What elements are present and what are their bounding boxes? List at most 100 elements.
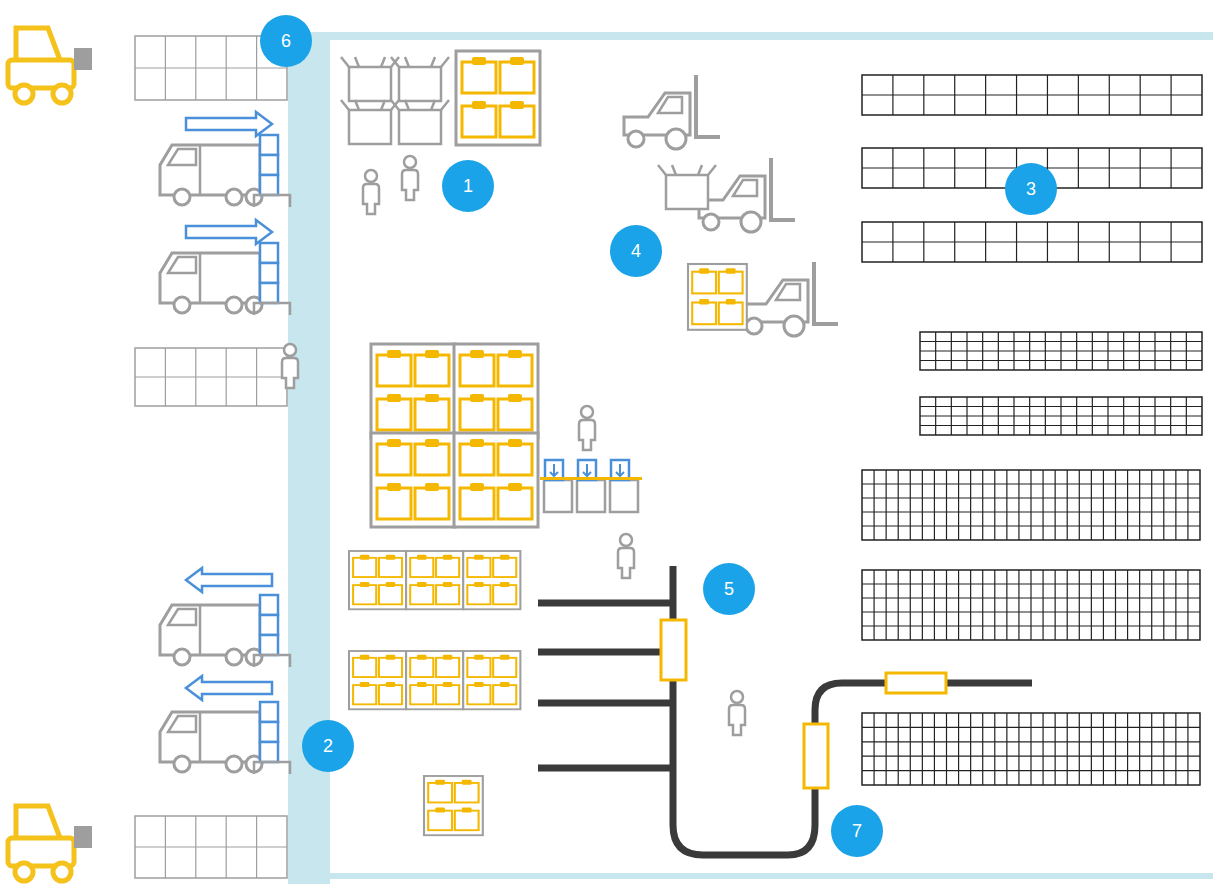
rack-line — [994, 570, 995, 640]
rack-line — [1187, 570, 1188, 640]
rack-line — [898, 470, 899, 540]
rack-line — [982, 713, 983, 785]
rack-line — [886, 570, 887, 640]
rack-line — [135, 846, 287, 847]
storage-rack — [862, 222, 1202, 262]
rack-line — [862, 483, 1200, 484]
rack-line — [873, 713, 874, 785]
rack-line — [982, 570, 983, 640]
callout-circle: 1 — [442, 160, 494, 212]
rack-line — [922, 570, 923, 640]
rack-line — [862, 241, 1202, 242]
rack-line — [1151, 570, 1152, 640]
storage-rack — [862, 713, 1200, 785]
rack-line — [862, 583, 1200, 584]
rack-line — [1030, 470, 1031, 540]
callout-number: 5 — [703, 563, 755, 615]
callout-number: 6 — [260, 15, 312, 67]
rack-line — [1115, 470, 1116, 540]
rack-line — [1175, 713, 1176, 785]
rack-line — [1018, 713, 1019, 785]
storage-rack — [862, 75, 1202, 115]
rack-line — [920, 350, 1202, 351]
rack-line — [970, 713, 971, 785]
rack-line — [934, 570, 935, 640]
rack-line — [982, 470, 983, 540]
callout-circle: 6 — [260, 15, 312, 67]
rack-line — [1055, 570, 1056, 640]
rack-line — [1175, 570, 1176, 640]
storage-rack — [862, 570, 1200, 640]
rack-line — [862, 525, 1200, 526]
rack-line — [1091, 713, 1092, 785]
rack-line — [920, 425, 1202, 426]
rack-line — [1030, 570, 1031, 640]
rack-line — [1139, 570, 1140, 640]
rack-line — [1079, 570, 1080, 640]
rack-line — [1187, 470, 1188, 540]
rack-line — [934, 713, 935, 785]
callout-circle: 5 — [703, 563, 755, 615]
rack-line — [862, 597, 1200, 598]
rack-line — [862, 94, 1202, 95]
rack-line — [1006, 570, 1007, 640]
rack-line — [886, 713, 887, 785]
rack-line — [1151, 713, 1152, 785]
rack-line — [1127, 470, 1128, 540]
rack-line — [1187, 713, 1188, 785]
rack-line — [920, 406, 1202, 407]
rack-line — [862, 770, 1200, 771]
callout-number: 3 — [1005, 163, 1057, 215]
callout-number: 4 — [610, 225, 662, 277]
rack-line — [920, 415, 1202, 416]
rack-line — [1163, 713, 1164, 785]
rack-line — [1030, 713, 1031, 785]
rack-line — [1042, 713, 1043, 785]
rack-line — [910, 570, 911, 640]
callout-number: 2 — [302, 720, 354, 772]
rack-line — [922, 470, 923, 540]
rack-line — [1067, 713, 1068, 785]
rack-line — [970, 470, 971, 540]
rack-line — [1018, 570, 1019, 640]
rack-line — [1163, 470, 1164, 540]
rack-line — [1055, 470, 1056, 540]
rack-line — [862, 756, 1200, 757]
rack-line — [862, 497, 1200, 498]
rack-line — [1079, 470, 1080, 540]
rack-line — [898, 570, 899, 640]
rack-line — [934, 470, 935, 540]
rack-line — [1067, 470, 1068, 540]
rack-line — [898, 713, 899, 785]
rack-line — [1151, 470, 1152, 540]
rack-line — [1006, 713, 1007, 785]
rack-line — [946, 713, 947, 785]
storage-rack — [135, 816, 287, 878]
callout-circle: 7 — [831, 805, 883, 857]
rack-line — [920, 341, 1202, 342]
rack-line — [862, 625, 1200, 626]
rack-line — [1139, 713, 1140, 785]
rack-line — [1055, 713, 1056, 785]
rack-line — [1103, 570, 1104, 640]
rack-line — [920, 360, 1202, 361]
rack-line — [994, 470, 995, 540]
rack-line — [1103, 713, 1104, 785]
rack-line — [946, 470, 947, 540]
rack-line — [135, 376, 287, 377]
rack-line — [1042, 570, 1043, 640]
rack-line — [958, 470, 959, 540]
rack-line — [1127, 570, 1128, 640]
rack-line — [958, 570, 959, 640]
rack-line — [862, 741, 1200, 742]
rack-line — [873, 570, 874, 640]
storage-rack — [862, 470, 1200, 540]
rack-line — [135, 67, 287, 68]
rack-line — [862, 511, 1200, 512]
callout-circle: 4 — [610, 225, 662, 277]
rack-line — [1018, 470, 1019, 540]
storage-rack — [920, 332, 1202, 370]
rack-line — [1115, 713, 1116, 785]
